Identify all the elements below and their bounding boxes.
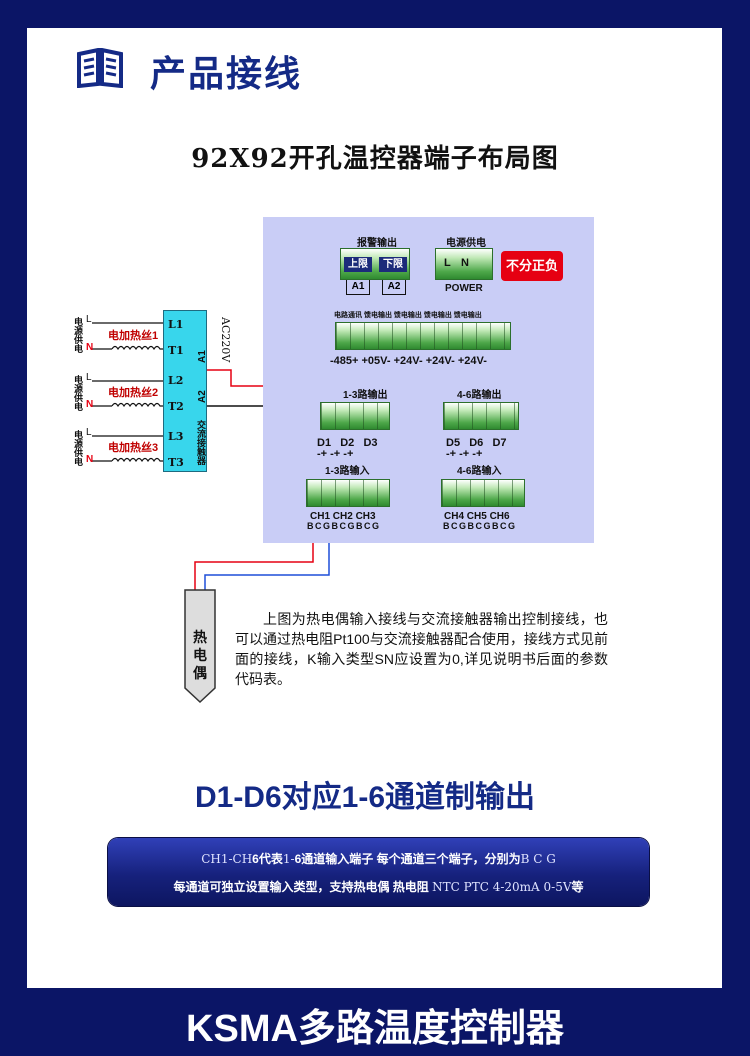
diagram-title: 92X92开孔温控器端子布局图 <box>191 144 559 174</box>
heater-1-label: 电加热丝1 <box>108 330 159 342</box>
thermocouple-red-wire <box>194 537 314 590</box>
terminal-t2: T2 <box>168 400 184 413</box>
thermocouple-label: 热电偶 <box>193 629 207 681</box>
line-l-3: L <box>86 427 92 438</box>
alarm-a2: A2 <box>382 280 406 295</box>
supply-label-1: 电源供电 <box>74 317 84 354</box>
terminal-a2: A2 <box>197 390 208 403</box>
terminal-a1: A1 <box>197 350 208 363</box>
contactor-label: 交流接触器 <box>197 420 207 466</box>
ac220v-label: AC220V <box>219 317 232 363</box>
book-icon <box>77 48 123 88</box>
output-4-6-signs: -+ -+ -+ <box>446 448 483 460</box>
heater-2-label: 电加热丝2 <box>108 387 159 399</box>
heater-3-label: 电加热丝3 <box>108 442 159 454</box>
input-4-6-bcg: B C G B C G B C G <box>443 521 515 531</box>
output-4-6-terminal <box>443 402 519 430</box>
input-1-3-ch: CH1 CH2 CH3 <box>310 511 376 522</box>
thermocouple-probe <box>184 589 216 704</box>
terminal-l3: L3 <box>168 430 184 443</box>
power-n: N <box>461 257 469 269</box>
input-4-6-ch: CH4 CH5 CH6 <box>444 511 510 522</box>
info-banner: CH1-CH6代表1-6通道输入端子 每个通道三个端子，分别为B C G 每通道… <box>108 838 649 906</box>
power-caption: POWER <box>445 283 483 294</box>
ac-contactor: L1 T1 L2 T2 L3 T3 A1 A2 交流接触器 <box>163 310 208 472</box>
terminal-t3: T3 <box>168 456 184 469</box>
output-4-6-d: D5 D6 D7 <box>446 437 507 449</box>
terminal-t1: T1 <box>168 344 184 357</box>
alarm-lower-tag: 下限 <box>379 257 407 272</box>
output-1-3-signs: -+ -+ -+ <box>317 448 354 460</box>
power-l: L <box>444 257 451 269</box>
page-title: 产品接线 <box>150 53 303 94</box>
supply-label-3: 电源供电 <box>74 430 84 467</box>
heater-wires <box>92 322 163 463</box>
input-1-3-bcg: B C G B C G B C G <box>307 521 379 531</box>
thermocouple-blue-wire <box>204 537 330 590</box>
output-1-3-terminal <box>320 402 390 430</box>
output-4-6-label: 4-6路输出 <box>457 390 502 401</box>
input-4-6-terminal <box>441 479 525 507</box>
mid-terminal <box>335 322 511 350</box>
description-text: 上图为热电偶输入接线与交流接触器输出控制接线，也可以通过热电阻Pt100与交流接… <box>235 611 608 687</box>
input-1-3-label: 1-3路输入 <box>325 466 370 477</box>
terminal-l1: L1 <box>168 318 184 331</box>
input-4-6-label: 4-6路输入 <box>457 466 502 477</box>
terminal-l2: L2 <box>168 374 184 387</box>
mid-terminal-labels: 电路通讯 馈电输出 馈电输出 馈电输出 馈电输出 <box>334 312 482 319</box>
line-n-3: N <box>86 454 94 465</box>
line-l-1: L <box>86 314 92 325</box>
line-n-2: N <box>86 399 94 410</box>
banner-line-2: 每通道可独立设置输入类型，支持热电偶 热电阻 NTC PTC 4-20mA 0-… <box>173 880 584 894</box>
supply-label-2: 电源供电 <box>74 375 84 412</box>
line-n-1: N <box>86 342 94 353</box>
line-l-2: L <box>86 372 92 383</box>
alarm-upper-tag: 上限 <box>344 257 372 272</box>
power-supply-label: 电源供电 <box>446 238 486 249</box>
input-1-3-terminal <box>306 479 390 507</box>
alarm-a1: A1 <box>346 280 370 295</box>
no-polarity-badge: 不分正负 <box>501 251 563 281</box>
banner-line-1: CH1-CH6代表1-6通道输入端子 每个通道三个端子，分别为B C G <box>201 852 556 866</box>
output-1-3-label: 1-3路输出 <box>343 390 388 401</box>
power-terminal <box>435 248 493 280</box>
output-mapping-title: D1-D6对应1-6通道制输出 <box>194 781 536 814</box>
mid-terminal-signs: -485+ +05V- +24V- +24V- +24V- <box>330 355 487 367</box>
footer-title: KSMA多路温度控制器 <box>186 1008 564 1050</box>
output-1-3-d: D1 D2 D3 <box>317 437 378 449</box>
alarm-output-label: 报警输出 <box>357 238 397 249</box>
